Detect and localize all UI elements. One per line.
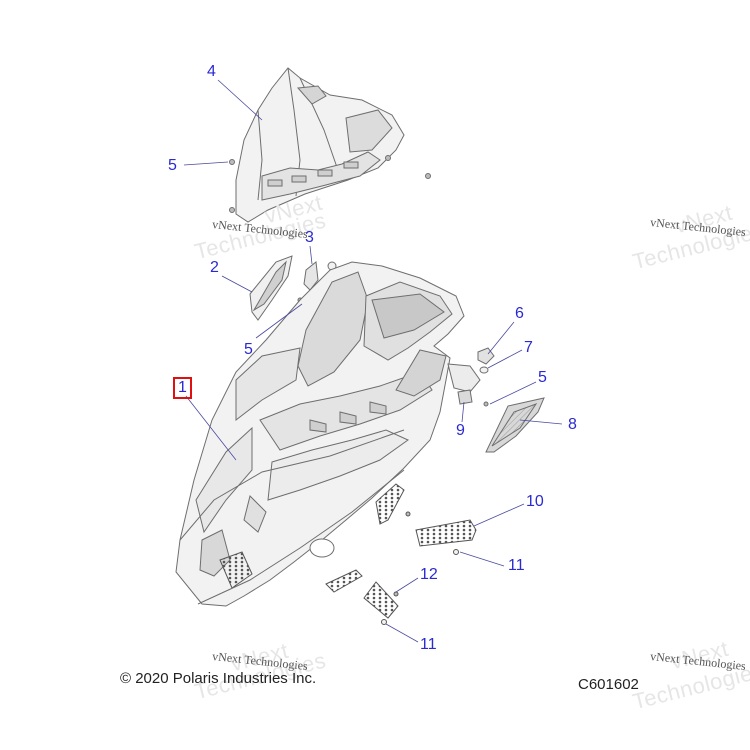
leader-lines [183,79,563,643]
hood-part [175,261,481,607]
callout-8[interactable]: 8 [568,416,577,433]
callout-9[interactable]: 9 [456,422,465,439]
callout-11[interactable]: 11 [420,636,437,653]
callout-12[interactable]: 12 [420,566,438,583]
callout-5[interactable]: 5 [538,369,547,386]
callout-7[interactable]: 7 [524,339,533,356]
light-strip-part-12 [325,569,399,625]
callout-2[interactable]: 2 [210,259,219,276]
leader-7 [487,349,523,369]
leader-5a [183,161,229,166]
copyright-text: © 2020 Polaris Industries Inc. [120,670,317,687]
callout-1-highlighted[interactable]: 1 [173,377,192,399]
leader-5c [489,381,537,405]
leader-2 [221,275,253,293]
leader-8 [519,419,563,425]
windshield-part [229,67,431,223]
light-assembly-part-10 [375,483,477,555]
leader-6 [487,321,515,355]
leader-4 [217,79,263,121]
side-trim-part [249,255,293,321]
leader-11a [459,551,505,567]
leader-9 [461,401,465,423]
leader-10 [473,503,525,527]
callout-4[interactable]: 4 [207,63,216,80]
callout-10[interactable]: 10 [526,493,544,510]
callout-3[interactable]: 3 [305,229,314,246]
leader-3 [309,245,313,265]
side-panel-part-8 [485,397,545,453]
leader-5b [255,303,303,339]
leader-1 [185,395,237,461]
leader-11b [385,623,419,643]
callout-5[interactable]: 5 [244,341,253,358]
callout-6[interactable]: 6 [515,305,524,322]
callout-5[interactable]: 5 [168,157,177,174]
callout-11[interactable]: 11 [508,557,525,574]
leader-12 [395,577,419,593]
diagram-code: C601602 [578,676,639,693]
fastener-parts-6-7-9 [457,347,495,407]
